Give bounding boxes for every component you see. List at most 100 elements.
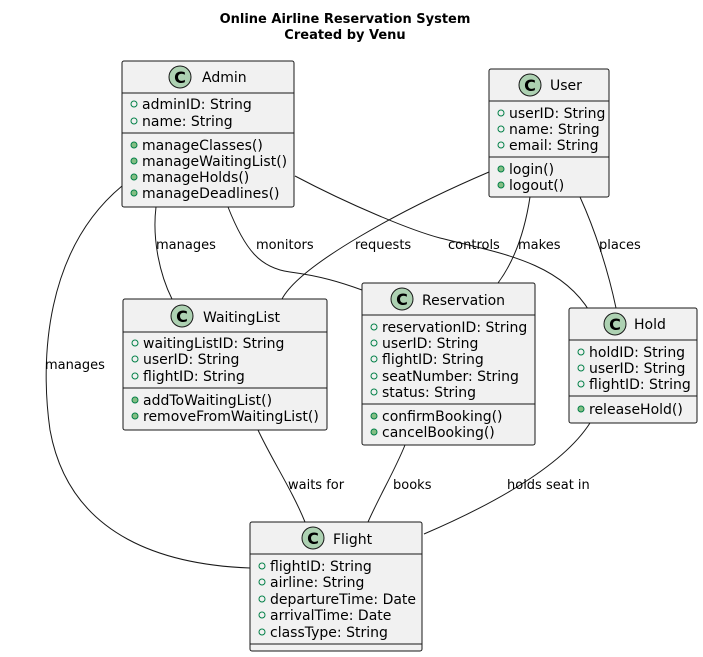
public-method-icon: [131, 412, 139, 420]
class-waitinglist[interactable]: C WaitingList waitingListID: String user…: [122, 298, 328, 431]
method: confirmBooking(): [382, 409, 503, 425]
public-method-icon: [497, 165, 505, 173]
public-method-icon: [370, 412, 378, 420]
method: removeFromWaitingList(): [143, 409, 319, 425]
class-badge-letter: C: [524, 76, 536, 95]
public-method-icon: [497, 181, 505, 189]
attribute: flightID: String: [270, 559, 372, 575]
attribute: status: String: [382, 385, 476, 401]
public-attribute-icon: [258, 562, 266, 570]
public-attribute-icon: [497, 141, 505, 149]
edge-reservation-flight: [367, 444, 406, 523]
method: manageDeadlines(): [142, 186, 280, 202]
method: logout(): [509, 178, 564, 194]
public-attribute-icon: [577, 380, 585, 388]
edge-waitinglist-flight: [257, 429, 306, 523]
public-attribute-icon: [370, 388, 378, 396]
class-box: [121, 60, 295, 208]
class-name: Reservation: [422, 293, 505, 309]
attribute: flightID: String: [143, 369, 245, 385]
public-method-icon: [131, 396, 139, 404]
class-badge-icon: [390, 287, 414, 311]
method: manageWaitingList(): [142, 154, 287, 170]
class-name: Hold: [634, 317, 666, 333]
attribute: userID: String: [382, 336, 478, 352]
diagram-subtitle: Created by Venu: [284, 28, 405, 43]
edge-admin-reservation: [227, 206, 363, 291]
public-attribute-icon: [258, 611, 266, 619]
public-attribute-icon: [577, 348, 585, 356]
attribute: holdID: String: [589, 345, 685, 361]
attribute: userID: String: [509, 106, 605, 122]
label-reservation-flight: books: [393, 478, 432, 493]
attribute: email: String: [509, 138, 599, 154]
public-method-icon: [577, 405, 585, 413]
method: releaseHold(): [589, 402, 683, 418]
label-hold-flight: holds seat in: [507, 478, 590, 493]
class-badge-letter: C: [609, 315, 621, 334]
class-badge-letter: C: [307, 529, 319, 548]
edge-user-hold: [579, 196, 617, 309]
class-badge-letter: C: [396, 290, 408, 309]
class-badge-letter: C: [176, 307, 188, 326]
relations: [45, 171, 617, 569]
public-attribute-icon: [130, 100, 138, 108]
attribute: reservationID: String: [382, 320, 527, 336]
class-badge-icon: [168, 65, 192, 89]
attribute: departureTime: Date: [270, 592, 416, 608]
class-name: Flight: [333, 532, 373, 548]
edge-admin-waitinglist: [154, 206, 173, 300]
public-method-icon: [370, 428, 378, 436]
method: cancelBooking(): [382, 425, 495, 441]
public-attribute-icon: [370, 339, 378, 347]
public-attribute-icon: [258, 578, 266, 586]
attribute: seatNumber: String: [382, 369, 519, 385]
class-name: User: [550, 78, 582, 94]
class-badge-letter: C: [174, 68, 186, 87]
class-badge-icon: [518, 73, 542, 97]
class-name: WaitingList: [203, 310, 281, 326]
class-user[interactable]: C User userID: String name: String email…: [488, 68, 610, 198]
class-badge-icon: [603, 312, 627, 336]
diagram-title: Online Airline Reservation System: [220, 12, 471, 27]
public-method-icon: [130, 141, 138, 149]
public-attribute-icon: [258, 628, 266, 636]
edge-user-waitinglist: [281, 171, 490, 300]
class-name: Admin: [202, 70, 247, 86]
class-reservation[interactable]: C Reservation reservationID: String user…: [361, 282, 536, 446]
public-attribute-icon: [258, 595, 266, 603]
public-attribute-icon: [497, 109, 505, 117]
class-flight[interactable]: C Flight flightID: String airline: Strin…: [249, 521, 423, 652]
public-method-icon: [130, 173, 138, 181]
class-admin[interactable]: C Admin adminID: String name: String man…: [121, 60, 295, 208]
public-attribute-icon: [370, 355, 378, 363]
class-hold[interactable]: C Hold holdID: String userID: String fli…: [568, 307, 698, 424]
attribute: flightID: String: [589, 377, 691, 393]
attribute: flightID: String: [382, 352, 484, 368]
class-box: [568, 307, 698, 424]
label-admin-flight: manages: [45, 358, 105, 373]
relation-labels: manages monitors controls manages reques…: [45, 238, 641, 493]
edge-hold-flight: [423, 422, 591, 535]
label-admin-reservation: monitors: [256, 238, 314, 253]
public-attribute-icon: [131, 355, 139, 363]
public-attribute-icon: [497, 125, 505, 133]
public-method-icon: [130, 189, 138, 197]
method: login(): [509, 162, 554, 178]
attribute: airline: String: [270, 575, 364, 591]
attribute: arrivalTime: Date: [270, 608, 391, 624]
public-method-icon: [130, 157, 138, 165]
edge-admin-hold: [294, 175, 591, 313]
attribute: userID: String: [143, 352, 239, 368]
attribute: adminID: String: [142, 97, 252, 113]
public-attribute-icon: [577, 364, 585, 372]
attribute: waitingListID: String: [143, 336, 284, 352]
attribute: userID: String: [589, 361, 685, 377]
method: manageHolds(): [142, 170, 249, 186]
attribute: name: String: [509, 122, 600, 138]
class-badge-icon: [170, 304, 194, 328]
label-user-reservation: makes: [518, 238, 561, 253]
label-admin-hold: controls: [448, 238, 500, 253]
label-user-hold: places: [599, 238, 641, 253]
